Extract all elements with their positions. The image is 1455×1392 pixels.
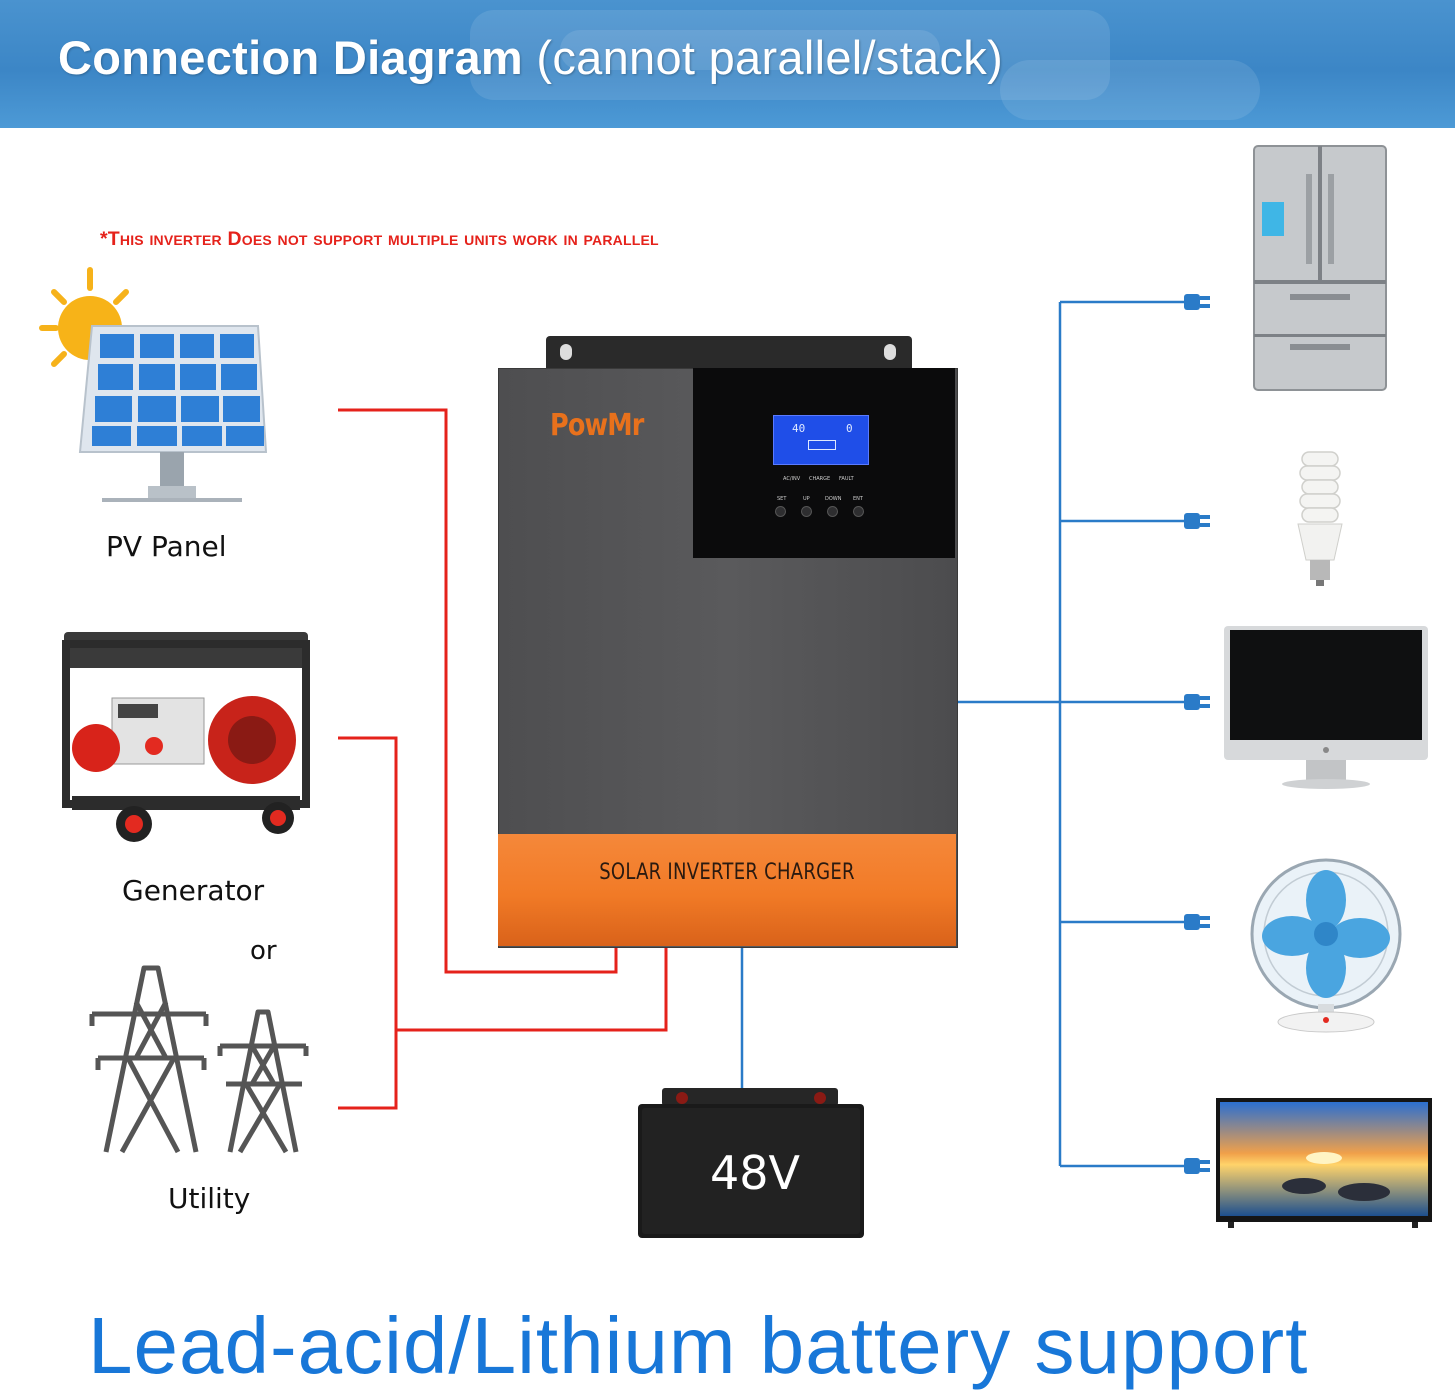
lcd-display: 40 0 <box>773 415 869 465</box>
battery-icon <box>638 1088 864 1238</box>
header-banner <box>0 0 1455 128</box>
button-label-down: DOWN <box>825 496 842 502</box>
utility-wire <box>338 1030 398 1110</box>
generator-label: Generator <box>122 874 265 907</box>
plug-icon <box>1184 513 1210 529</box>
indicator-charge: CHARGE <box>809 476 831 482</box>
button-label-up: UP <box>803 496 810 502</box>
indicator-fault: FAULT <box>839 476 854 482</box>
tv-icon <box>1216 1098 1432 1228</box>
indicator-ac: AC/INV <box>783 476 801 482</box>
lightbulb-icon <box>1297 451 1343 586</box>
plug-icon <box>1184 1158 1210 1174</box>
battery-voltage: 48V <box>710 1146 801 1200</box>
solar-panel-icon <box>39 267 268 502</box>
parallel-warning: *This inverter Does not support multiple… <box>100 228 659 250</box>
fan-icon <box>1250 858 1402 1033</box>
page-title: Connection Diagram (cannot parallel/stac… <box>58 30 1003 85</box>
control-panel: 40 0 AC/INV CHARGE FAULT SET UP DOWN ENT <box>693 368 955 558</box>
plug-icon <box>1184 294 1210 310</box>
utility-label: Utility <box>168 1182 251 1215</box>
set-button[interactable] <box>775 506 786 517</box>
inverter-base <box>498 834 956 946</box>
utility-tower-icon <box>89 965 309 1154</box>
plug-icon <box>1184 914 1210 930</box>
plug-icon <box>1184 694 1210 710</box>
button-label-set: SET <box>777 496 787 502</box>
battery-support-caption: Lead-acid/Lithium battery support <box>88 1301 1309 1390</box>
brand-logo: PowMr <box>550 408 644 443</box>
mounting-bracket <box>546 336 912 372</box>
generator-icon <box>62 632 310 842</box>
monitor-icon <box>1224 626 1428 789</box>
inverter-label: SOLAR INVERTER CHARGER <box>599 860 855 885</box>
title-note: (cannot parallel/stack) <box>536 31 1004 84</box>
button-label-ent: ENT <box>853 496 863 502</box>
up-button[interactable] <box>801 506 812 517</box>
or-label: or <box>250 936 277 966</box>
title-main: Connection Diagram <box>58 31 524 84</box>
pv-wire <box>338 408 618 974</box>
ent-button[interactable] <box>853 506 864 517</box>
lcd-input-value: 40 <box>792 422 806 435</box>
pv-panel-label: PV Panel <box>106 530 227 563</box>
down-button[interactable] <box>827 506 838 517</box>
refrigerator-icon <box>1253 145 1387 391</box>
lcd-output-value: 0 <box>846 422 853 435</box>
solar-inverter: PowMr 40 0 AC/INV CHARGE FAULT SET UP DO… <box>498 336 958 948</box>
